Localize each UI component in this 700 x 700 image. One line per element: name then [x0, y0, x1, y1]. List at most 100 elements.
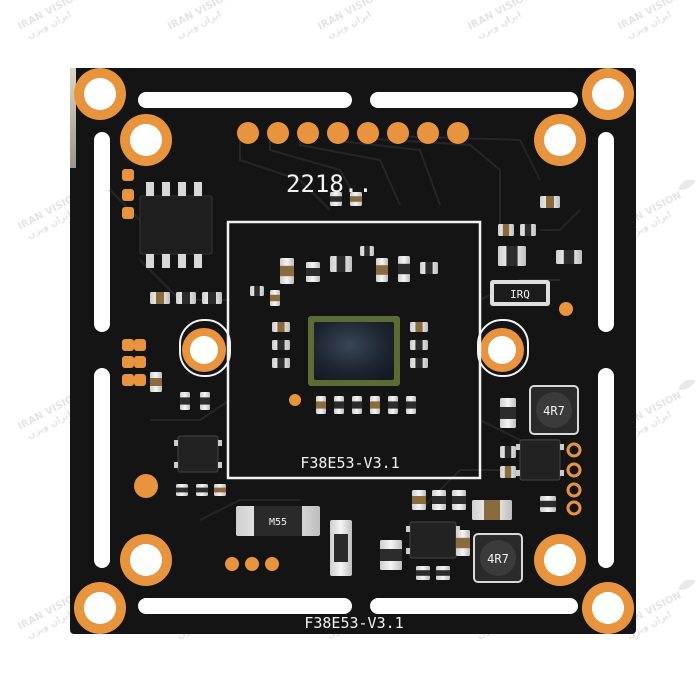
small-pad: [122, 189, 134, 201]
smd-body: [415, 322, 423, 332]
smd-body: [540, 500, 556, 508]
smd-body: [452, 496, 466, 504]
smd-body: [524, 224, 532, 236]
model-label-bottom: F38E53-V3.1: [304, 614, 403, 632]
smd-body: [182, 292, 190, 304]
eeprom-chip: [139, 182, 213, 268]
ic-pin: [194, 254, 202, 268]
smd-body: [502, 224, 510, 236]
smd-body: [350, 196, 362, 202]
ic-pin: [406, 548, 410, 554]
header-pad: [267, 122, 289, 144]
smd-body: [388, 401, 398, 409]
smd-body: [546, 196, 554, 208]
small-pad: [134, 339, 146, 351]
ic-chip: [177, 435, 219, 473]
slot-top-left: [138, 92, 352, 108]
smd-body: [277, 340, 285, 350]
slot-left-bottom: [94, 368, 110, 568]
mounting-hole: [190, 336, 218, 364]
capacitor-body: [334, 534, 348, 562]
ic-pin: [162, 182, 170, 196]
small-pad: [245, 557, 259, 571]
small-pad: [122, 169, 134, 181]
model-label-top: F38E53-V3.1: [300, 454, 399, 472]
mounting-hole: [544, 124, 576, 156]
ic-pin: [146, 254, 154, 268]
ic-pin: [162, 254, 170, 268]
ic-pin: [456, 526, 460, 532]
small-pad: [122, 207, 134, 219]
ircut-connector: IRQ: [490, 280, 550, 306]
smd-body: [277, 358, 285, 368]
small-pad: [566, 500, 582, 516]
smd-body: [504, 466, 512, 478]
header-pad: [327, 122, 349, 144]
smd-body: [380, 549, 402, 561]
inductor-right-marking: 4R7: [487, 552, 509, 566]
test-pad: [559, 302, 573, 316]
smd-body: [352, 401, 362, 409]
ic-pin: [560, 444, 564, 450]
smd-body: [563, 250, 575, 264]
watermark-logo-icon: [678, 379, 696, 391]
small-pad: [566, 482, 582, 498]
ic-pin: [178, 254, 186, 268]
smd-body: [200, 397, 210, 405]
smd-components: [150, 192, 582, 580]
mounting-hole: [488, 336, 516, 364]
pcb-edge-highlight: [70, 68, 76, 168]
mounting-hole: [544, 544, 576, 576]
smd-body: [280, 265, 294, 277]
smd-body: [415, 358, 423, 368]
ic-pin: [194, 182, 202, 196]
small-pad: [566, 442, 582, 458]
left-test-pads: [122, 169, 146, 386]
smd-body: [334, 401, 344, 409]
slot-left-top: [94, 132, 110, 332]
sensor-silkscreen-frame: [226, 220, 482, 480]
small-pad: [122, 374, 134, 386]
smd-body: [196, 487, 208, 493]
smd-body: [456, 537, 470, 549]
header-pad-row: [237, 122, 469, 144]
mounting-hole: [84, 592, 116, 624]
smd-body: [370, 401, 380, 409]
inductor-left-marking: 4R7: [543, 404, 565, 418]
small-pad: [134, 356, 146, 368]
smd-body: [270, 294, 280, 302]
bottom-pad-row: [225, 557, 279, 571]
mounting-hole: [84, 78, 116, 110]
header-pad: [417, 122, 439, 144]
ic-pin: [178, 182, 186, 196]
smd-body: [415, 340, 423, 350]
smd-body: [254, 286, 260, 296]
slot-top-right: [370, 92, 578, 108]
ic-pin: [560, 470, 564, 476]
smd-body: [306, 268, 320, 276]
inductor-right: 4R7: [473, 533, 523, 583]
header-pad: [357, 122, 379, 144]
ic-pin: [174, 440, 178, 446]
smd-body: [412, 496, 426, 504]
small-pad: [134, 374, 146, 386]
ic-pin: [174, 462, 178, 468]
mounting-hole: [592, 592, 624, 624]
header-pad: [447, 122, 469, 144]
smd-body: [176, 487, 188, 493]
small-pad: [122, 339, 134, 351]
smd-body: [364, 246, 370, 256]
smd-body: [150, 378, 162, 386]
right-pad-column: [566, 442, 582, 516]
small-pad: [225, 557, 239, 571]
smd-body: [398, 263, 410, 275]
diode-marking: M55: [269, 517, 287, 528]
slot-right-bottom: [598, 368, 614, 568]
smd-body: [416, 570, 430, 576]
mounting-hole: [130, 544, 162, 576]
ic-pin: [406, 526, 410, 532]
